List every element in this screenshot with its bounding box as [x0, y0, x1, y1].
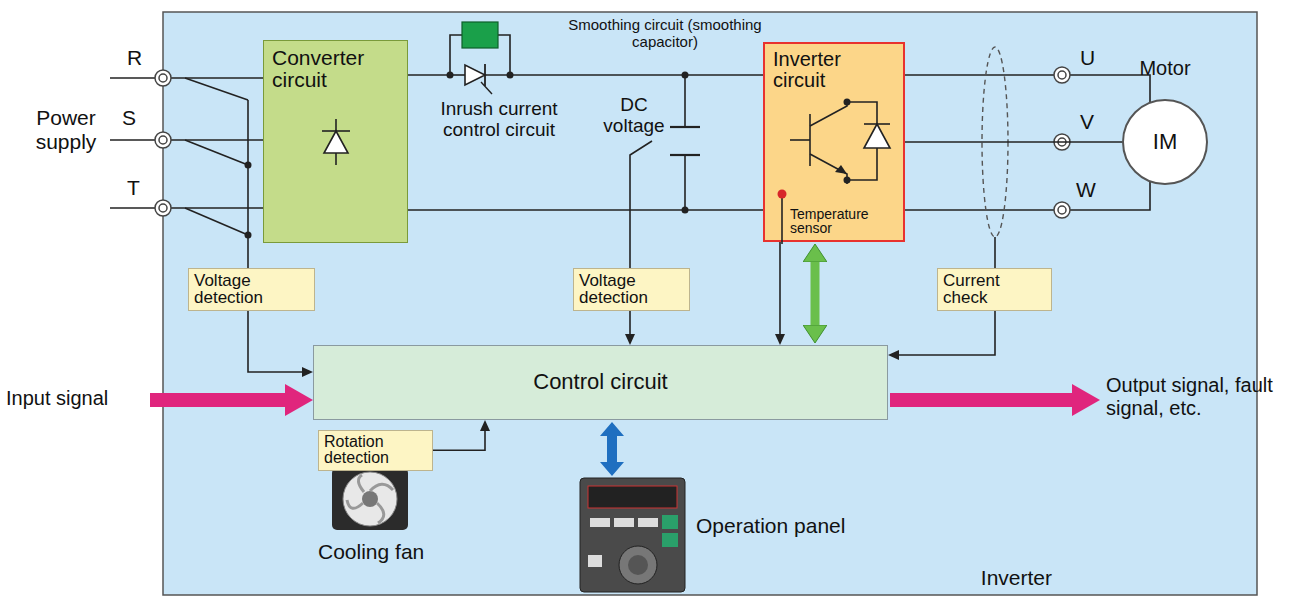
power-wiring — [110, 35, 1150, 268]
label: W — [1076, 178, 1096, 202]
label: DC voltage — [600, 95, 668, 137]
node-title: Converter circuit — [264, 41, 407, 97]
detection-box: Current check — [937, 268, 1052, 311]
node-title: Motor — [1139, 56, 1190, 80]
detection-box: Voltage detection — [573, 268, 690, 311]
signal-arrow — [899, 311, 995, 355]
inverter-housing — [163, 12, 1257, 595]
output-signal-arrow — [890, 384, 1100, 416]
inverter-unit: Inverter Converter circuit Inverter circui… — [163, 12, 1257, 595]
control-circuit-box: Control circuit — [313, 345, 888, 420]
label-text: Cooling fan — [318, 540, 424, 564]
label: Input signal — [6, 387, 108, 410]
node-text: Temperature sensor — [765, 207, 903, 240]
label-text: R — [127, 46, 142, 70]
label: R — [127, 46, 142, 70]
signal-arrow — [433, 431, 485, 450]
label-text: W — [1076, 178, 1096, 202]
panel-link-arrow — [600, 422, 624, 476]
cooling-fan — [332, 468, 408, 530]
label: Output signal, fault signal, etc. — [1106, 374, 1296, 420]
label: Inrush current control circuit — [414, 99, 584, 141]
inrush-thyristor — [462, 22, 498, 94]
power-wire — [905, 141, 1123, 143]
detection-box: Rotation detection — [318, 430, 433, 471]
label-text: Operation panel — [696, 514, 845, 538]
converter-box: Converter circuit — [263, 40, 408, 243]
label-text: T — [127, 176, 140, 200]
label-text: Input signal — [6, 387, 108, 410]
power-wire — [408, 209, 763, 211]
detection-box: Voltage detection — [188, 268, 315, 311]
input-signal-arrow — [150, 384, 313, 416]
operation-panel — [580, 478, 685, 592]
motor: MotorIM — [1120, 56, 1210, 186]
label-text: Inrush current control circuit — [414, 99, 584, 141]
smoothing-capacitor — [670, 127, 700, 155]
inverter-circuit-box: Inverter circuitTemperature sensor — [763, 42, 905, 242]
data-exchange-arrow — [811, 262, 820, 325]
signal-arrow — [248, 311, 302, 372]
node-title: Control circuit — [533, 370, 667, 394]
label-text: S — [122, 106, 136, 130]
label-text: Output signal, fault signal, etc. — [1106, 374, 1296, 420]
label: T — [127, 176, 140, 200]
node-title: Inverter circuit — [765, 44, 903, 96]
label-text: Power supply — [22, 106, 110, 154]
label-text: V — [1080, 110, 1094, 134]
node-title: Voltage detection — [189, 269, 314, 310]
node-title: Voltage detection — [574, 269, 689, 310]
node-text: IM — [1153, 130, 1177, 154]
node-title: Inverter — [981, 566, 1052, 589]
label-text: U — [1080, 46, 1095, 70]
signal-arrow — [629, 311, 631, 334]
label: V — [1080, 110, 1094, 134]
label-text: DC voltage — [600, 95, 668, 137]
label: U — [1080, 46, 1095, 70]
label-text: Smoothing circuit (smoothing capacitor) — [560, 16, 770, 51]
node-title: Rotation detection — [319, 431, 432, 470]
temperature-sensor-dot — [778, 190, 787, 199]
label: Power supply — [22, 106, 110, 154]
label: Smoothing circuit (smoothing capacitor) — [560, 16, 770, 51]
label: Operation panel — [696, 514, 845, 538]
node-title: Current check — [938, 269, 1051, 310]
label: Cooling fan — [318, 540, 424, 564]
label: S — [122, 106, 136, 130]
signal-arrow — [779, 242, 781, 334]
